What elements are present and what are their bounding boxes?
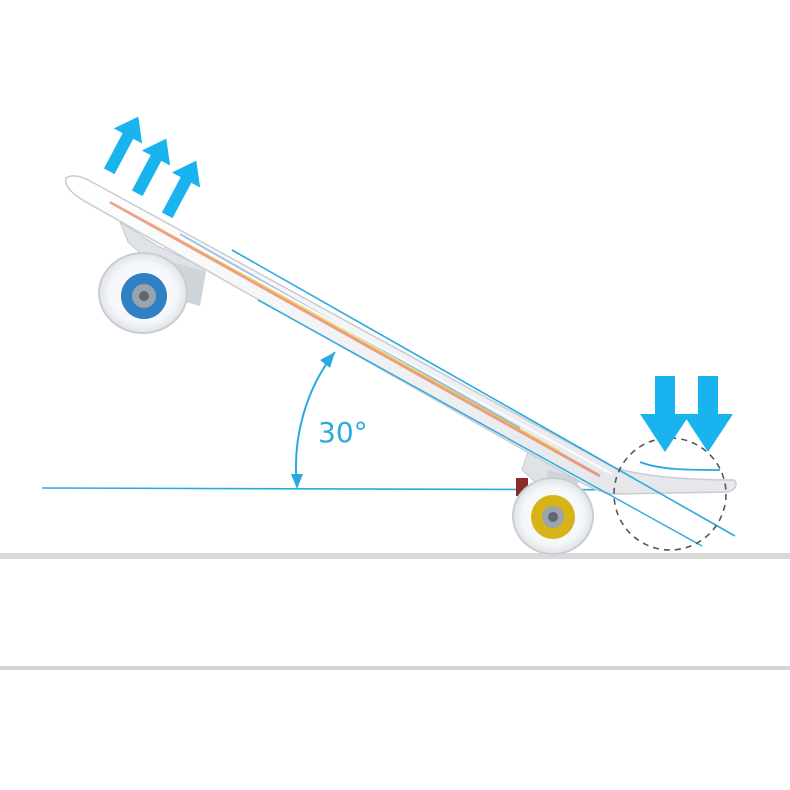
arrow-down-icon xyxy=(683,376,733,452)
floor-line xyxy=(0,666,790,670)
arrow-up-icon xyxy=(131,138,171,197)
skateboard-deck xyxy=(64,175,737,495)
pivot-highlight-circle xyxy=(613,437,727,551)
arrow-up-icon xyxy=(161,160,201,219)
angle-arc xyxy=(294,351,336,488)
deck-graphic-strip xyxy=(109,200,601,478)
tilt-reference-line-lower xyxy=(257,299,703,547)
rear-wheel xyxy=(98,252,188,334)
lift-arrows xyxy=(103,116,201,219)
angle-label: 30° xyxy=(318,416,368,449)
angle-arc-bottom-arrowhead xyxy=(291,474,303,489)
press-arrows xyxy=(640,376,733,452)
angle-arc-top-arrowhead xyxy=(320,352,335,368)
ground-shadow xyxy=(0,553,790,559)
front-wheel xyxy=(512,477,594,555)
arrow-up-icon xyxy=(103,116,143,175)
arrow-down-icon xyxy=(640,376,690,452)
tilt-reference-line-upper xyxy=(231,249,736,537)
horizontal-reference-line xyxy=(41,487,701,491)
deck-top-highlight xyxy=(639,461,721,471)
